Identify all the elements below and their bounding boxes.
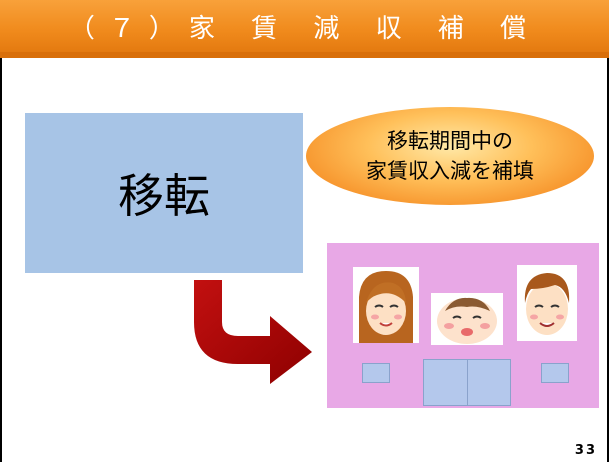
- house-window-right: [541, 363, 569, 383]
- house-window-left: [362, 363, 390, 383]
- house-door: [423, 359, 511, 406]
- woman-face-icon: [353, 267, 419, 343]
- slide-title: （７）家 賃 減 収 補 償: [0, 0, 609, 52]
- relocation-box: 移転: [25, 113, 303, 273]
- baby-face-icon: [431, 293, 503, 345]
- title-underline: [0, 52, 609, 58]
- man-face-icon: [517, 265, 577, 341]
- compensation-bubble: 移転期間中の 家賃収入減を補填: [306, 107, 594, 205]
- rental-house: [327, 243, 599, 408]
- door-divider: [467, 360, 468, 405]
- page-number: 33: [574, 443, 597, 458]
- curved-arrow-icon: [194, 280, 312, 384]
- bubble-line-1: 移転期間中の: [387, 129, 513, 153]
- relocation-label: 移転: [118, 169, 210, 223]
- bubble-line-2: 家賃収入減を補填: [366, 159, 534, 183]
- slide-frame-right: [607, 58, 609, 462]
- slide-frame-left: [0, 58, 2, 462]
